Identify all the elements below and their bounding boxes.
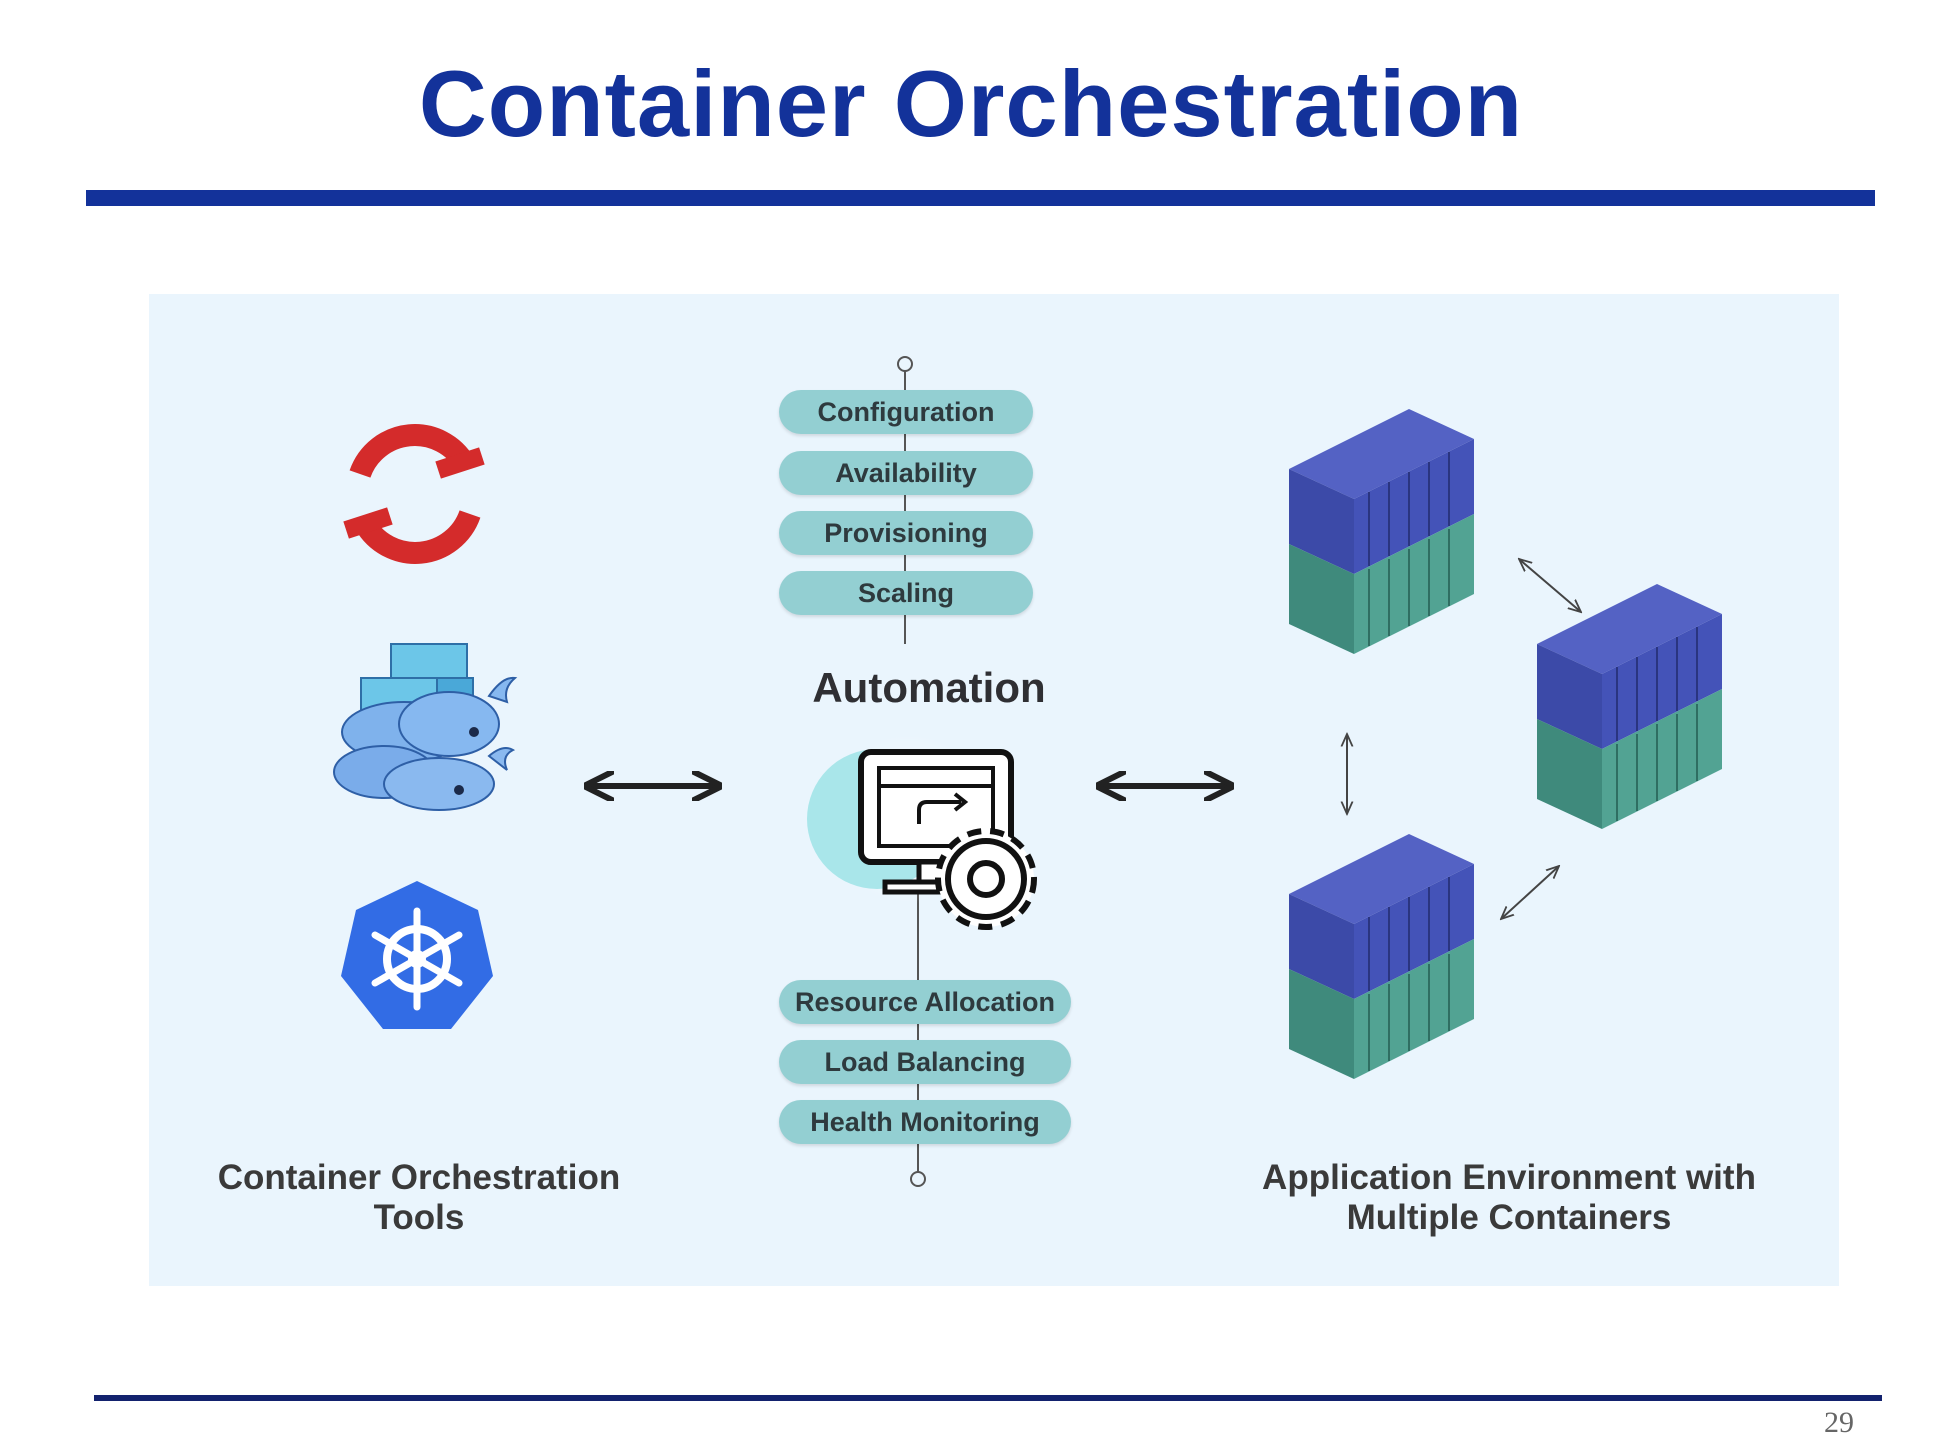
pill-scaling: Scaling xyxy=(779,571,1033,615)
right-caption: Application Environment with Multiple Co… xyxy=(1229,1158,1789,1238)
container-link-arrow-3 xyxy=(1501,866,1559,919)
pill-resource-allocation: Resource Allocation xyxy=(779,980,1071,1024)
right-caption-line-1: Application Environment with xyxy=(1262,1158,1756,1197)
kubernetes-helm-icon xyxy=(341,881,493,1029)
pill-health-monitoring: Health Monitoring xyxy=(779,1100,1071,1144)
page-title: Container Orchestration xyxy=(418,51,1524,156)
container-stack-3 xyxy=(1289,834,1474,1079)
automation-label: Automation xyxy=(812,664,1046,711)
left-caption-line-2: Tools xyxy=(373,1198,465,1237)
right-caption-line-2: Multiple Containers xyxy=(1346,1198,1672,1237)
footer-divider xyxy=(94,1395,1882,1401)
pill-load-balancing: Load Balancing xyxy=(779,1040,1071,1084)
pill-provisioning: Provisioning xyxy=(779,511,1033,555)
container-stack-1 xyxy=(1289,409,1474,654)
orchestration-diagram: Configuration Availability Provisioning … xyxy=(149,294,1839,1286)
container-link-arrow-1 xyxy=(1519,559,1581,612)
docker-swarm-whale-icon xyxy=(333,643,518,811)
left-caption-line-1: Container Orchestration xyxy=(217,1158,621,1197)
openshift-logo-icon xyxy=(343,424,485,564)
page-number: 29 xyxy=(1824,1406,1854,1439)
diagram-graphics xyxy=(333,356,1722,1187)
title-divider xyxy=(86,190,1875,206)
pill-availability: Availability xyxy=(779,451,1033,495)
monitor-gear-icon xyxy=(807,734,1037,930)
container-stack-2 xyxy=(1537,584,1722,829)
pill-configuration: Configuration xyxy=(779,390,1033,434)
left-caption: Container Orchestration Tools xyxy=(189,1158,649,1238)
